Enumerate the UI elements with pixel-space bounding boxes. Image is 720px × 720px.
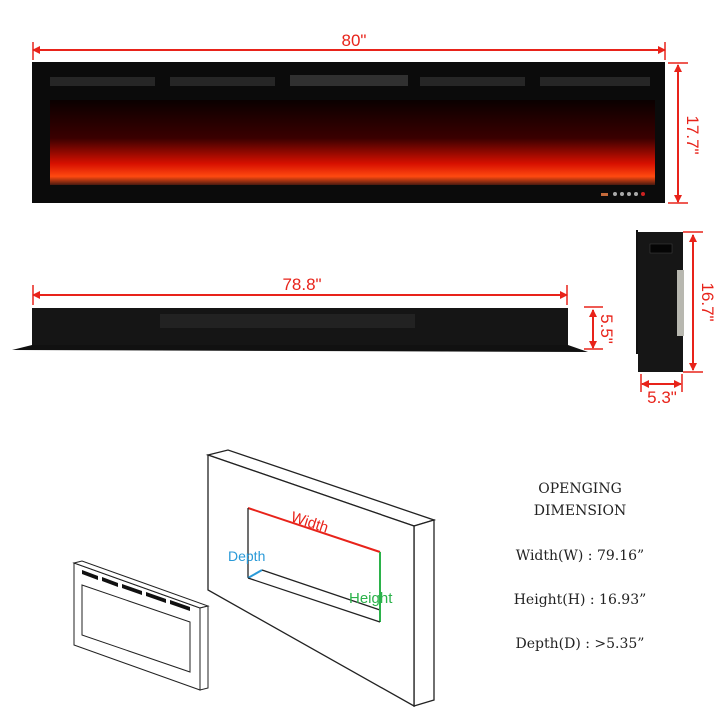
title-line-1: OPENGING — [538, 481, 622, 497]
control-panel — [601, 192, 645, 196]
front-view: 80" 17.7" — [32, 31, 702, 204]
opening-width: Width(W) : 79.16” — [515, 548, 645, 564]
wall-opening-diagram — [205, 449, 437, 708]
top-view: 78.8" 5.5" — [12, 275, 616, 352]
top-depth-label: 5.5" — [597, 314, 616, 344]
side-view: 16.7" 5.3" — [636, 230, 717, 407]
title-line-2: DIMENSION — [533, 503, 627, 519]
flame-display — [50, 100, 655, 185]
fireplace-sketch — [72, 560, 210, 691]
top-width-label: 78.8" — [282, 275, 321, 294]
opening-height: Height(H) : 16.93” — [513, 592, 647, 608]
opening-depth: Depth(D) : >5.35” — [515, 636, 645, 652]
front-height-label: 17.7" — [683, 115, 702, 154]
side-depth-label: 5.3" — [647, 388, 677, 407]
side-height-label: 16.7" — [698, 282, 717, 321]
diagram-depth-label: Depth — [228, 548, 265, 564]
opening-dimension-title: OPENGING DIMENSION — [480, 478, 680, 522]
diagram-height-label: Height — [349, 590, 393, 607]
front-width-label: 80" — [342, 31, 367, 50]
